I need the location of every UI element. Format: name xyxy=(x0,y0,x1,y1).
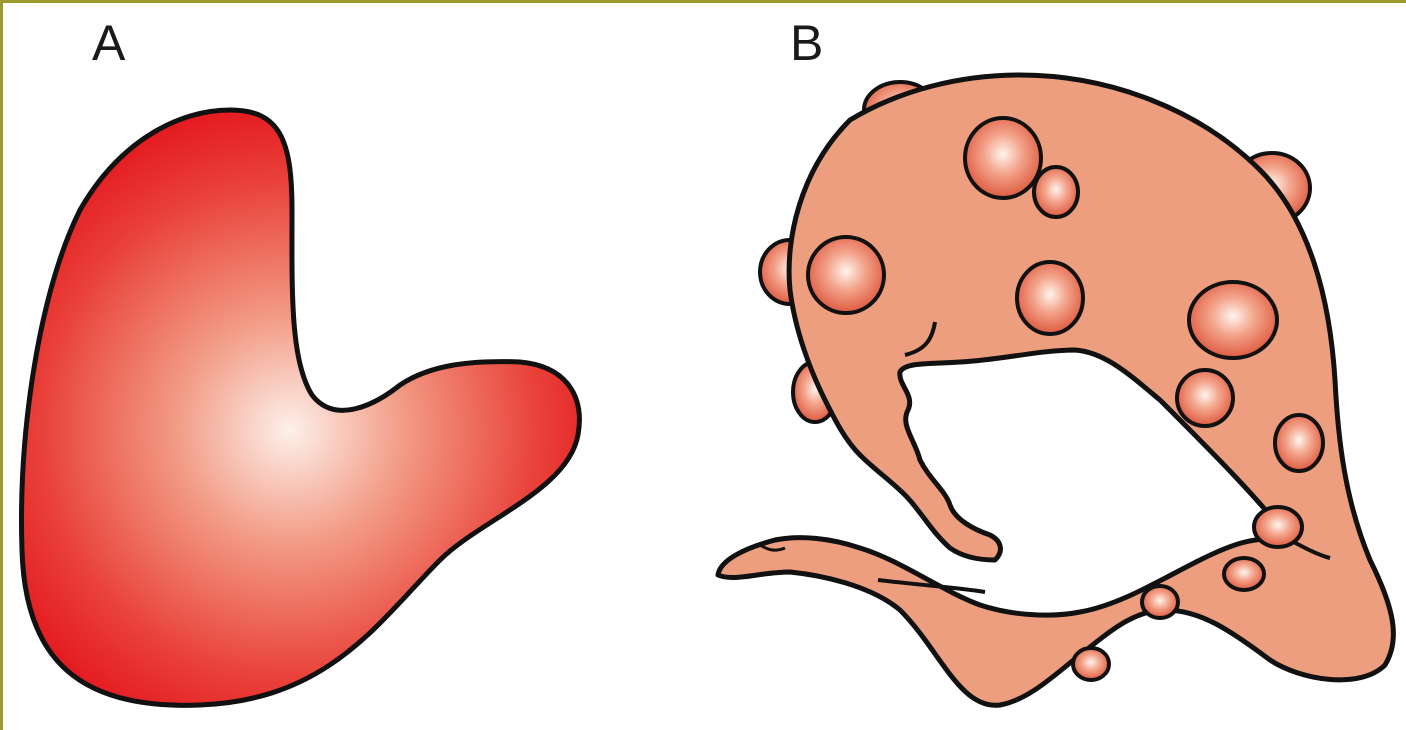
nodule xyxy=(1254,507,1302,547)
nodule xyxy=(1142,586,1178,618)
nodule xyxy=(1073,648,1109,680)
nodule xyxy=(965,118,1041,198)
nodule xyxy=(1224,558,1264,590)
nodule xyxy=(1034,167,1078,217)
nodule xyxy=(1189,282,1277,358)
nodule xyxy=(1177,370,1233,426)
nodule xyxy=(808,237,884,313)
panel-a-organ-shape xyxy=(22,110,580,705)
panel-b-organ xyxy=(718,75,1393,705)
nodule xyxy=(1275,415,1323,471)
nodule xyxy=(1017,262,1083,334)
